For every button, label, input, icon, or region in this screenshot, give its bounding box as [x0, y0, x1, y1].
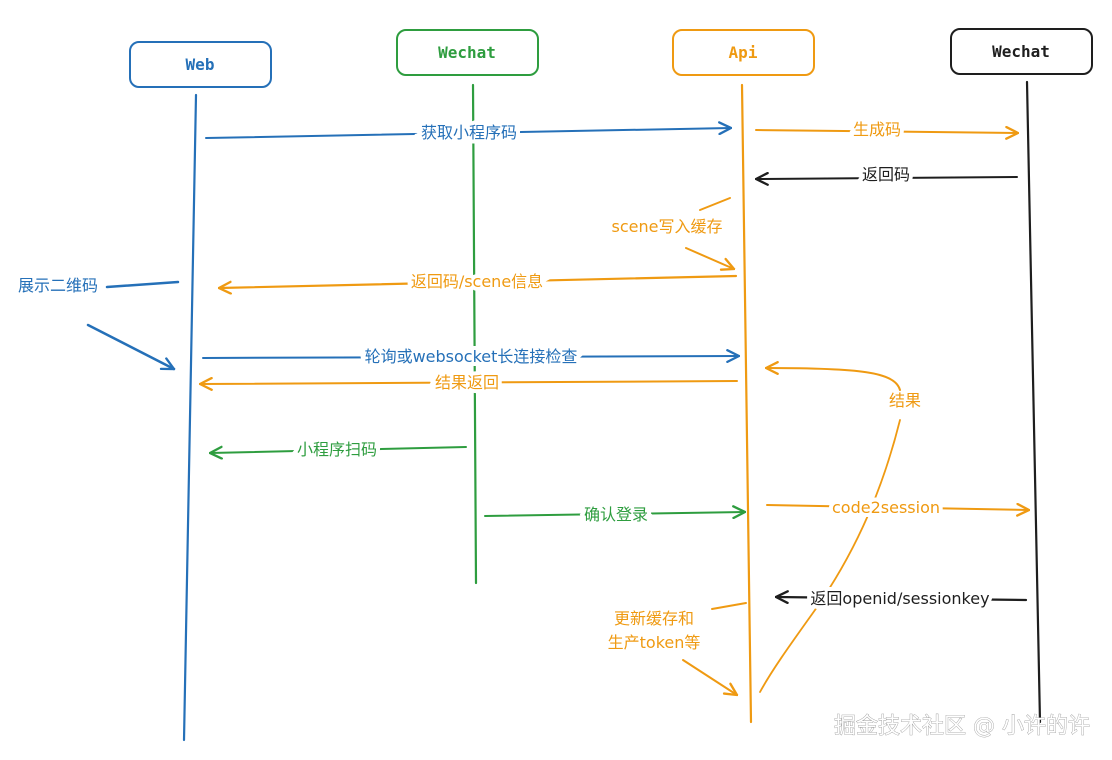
label-generate-code: 生成码 [853, 120, 901, 139]
arrow-update-cache [682, 659, 737, 695]
participant-wechat-app: Wechat [396, 29, 539, 76]
arrow-scene-cache-top [699, 197, 731, 211]
label-return-code: 返回码 [862, 165, 910, 184]
arrow-poll [202, 356, 739, 358]
participant-wechat-app-label: Wechat [438, 43, 496, 62]
label-update-cache-2: 生产token等 [608, 633, 701, 652]
arrow-show-qrcode [86, 323, 174, 371]
label-result-return: 结果返回 [435, 373, 499, 392]
participant-web-label: Web [186, 55, 215, 74]
label-code2session: code2session [832, 498, 940, 517]
participant-wechat-server-label: Wechat [992, 42, 1050, 61]
participant-wechat-server: Wechat [950, 28, 1093, 75]
label-return-openid: 返回openid/sessionkey [810, 589, 989, 608]
arrow-scan [210, 447, 467, 453]
watermark: 掘金技术社区 @ 小许的许 [834, 714, 1090, 739]
participant-web: Web [129, 41, 272, 88]
label-scan: 小程序扫码 [297, 440, 377, 459]
lifeline-wechat-app [471, 83, 478, 585]
label-return-scene: 返回码/scene信息 [411, 272, 543, 291]
label-get-qrcode: 获取小程序码 [421, 123, 517, 142]
participant-api: Api [672, 29, 815, 76]
lifeline-wechat-server [1025, 80, 1042, 724]
arrow-update-cache-top [711, 602, 747, 610]
arrow-result [766, 368, 901, 391]
lifeline-api [740, 83, 753, 724]
lifeline-web [182, 93, 198, 742]
arrow-code2session [766, 505, 1029, 510]
label-result: 结果 [889, 391, 921, 410]
arrow-confirm-login [484, 512, 745, 516]
arrow-result-return [200, 381, 738, 384]
arrow-show-qrcode-top [105, 280, 180, 289]
arrow-get-qrcode [205, 128, 731, 139]
arrow-return-openid [776, 597, 1028, 600]
arrow-return-code [756, 177, 1018, 179]
participant-api-label: Api [729, 43, 758, 62]
arrow-generate-code [755, 130, 1018, 133]
label-show-qrcode: 展示二维码 [18, 276, 98, 295]
label-poll: 轮询或websocket长连接检查 [365, 347, 578, 366]
label-confirm-login: 确认登录 [584, 505, 648, 524]
label-scene-cache: scene写入缓存 [612, 217, 723, 236]
arrow-scene-cache [685, 247, 734, 269]
arrow-result-curve [759, 419, 901, 693]
arrow-return-scene [219, 274, 738, 288]
label-update-cache-1: 更新缓存和 [614, 609, 694, 628]
